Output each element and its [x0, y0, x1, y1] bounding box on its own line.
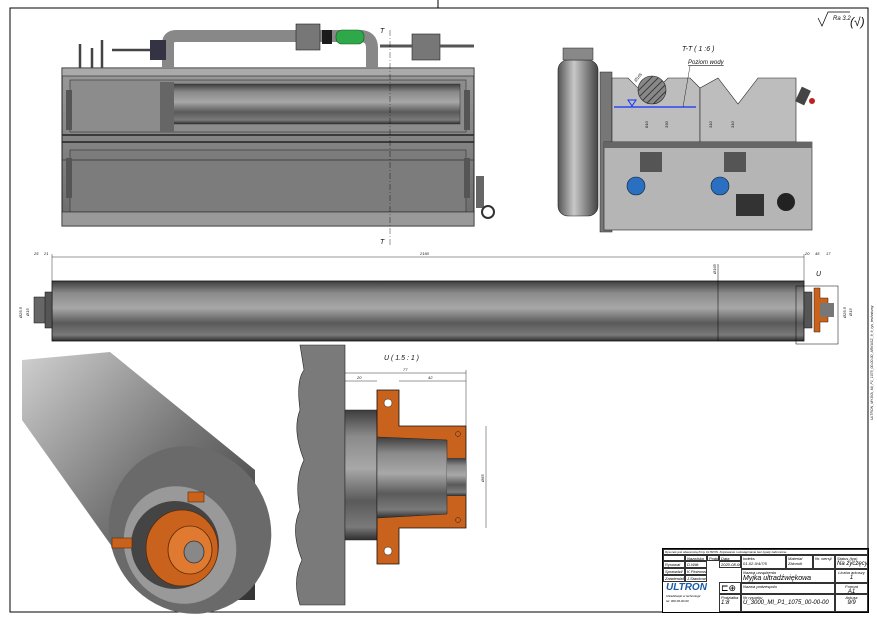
section-mark-top: T: [380, 28, 385, 35]
svg-text:Ø65: Ø65: [480, 474, 485, 483]
projection-symbol-icon: ⊏⊕: [719, 582, 741, 594]
water-level-label: Poziom wody: [688, 60, 725, 66]
svg-text:20: 20: [804, 251, 810, 256]
svg-text:17: 17: [826, 251, 831, 256]
svg-text:Ø25.5: Ø25.5: [18, 306, 23, 319]
svg-text:20: 20: [356, 375, 362, 380]
svg-text:42: 42: [428, 375, 433, 380]
svg-text:21: 21: [43, 251, 48, 256]
detail-title: U ( 1.5 : 1 ): [384, 355, 419, 362]
svg-text:310: 310: [730, 121, 735, 128]
roller-body: [51, 280, 805, 342]
svg-text:45: 45: [815, 251, 820, 256]
sheet-border: [9, 7, 869, 613]
svg-text:Ø15: Ø15: [848, 308, 853, 317]
svg-text:(√): (√): [850, 15, 865, 29]
dim-length: 2160: [419, 251, 430, 256]
section-view: T-T ( 1 :6 ) Poziom wody Ø165 810 330 31…: [557, 46, 815, 233]
svg-text:25: 25: [33, 251, 39, 256]
roller-view: 2160 25 21 20 45 17 Ø165 Ø25.5 Ø15 Ø25.5…: [18, 251, 853, 345]
section-mark-bottom: T: [380, 239, 385, 246]
drawing-number: U_3000_MI_P1_1075_00-00-00: [743, 600, 829, 606]
roughness-label: Ra 3.2: [833, 16, 851, 22]
detail-view: U ( 1.5 : 1 ) 77 20 42 Ø65: [295, 344, 487, 606]
front-view: T T: [61, 23, 495, 246]
svg-text:330: 330: [664, 121, 669, 128]
svg-text:810: 810: [644, 121, 649, 128]
section-title: T-T ( 1 :6 ): [682, 46, 714, 53]
svg-text:Ø25.5: Ø25.5: [842, 306, 847, 319]
title-block: Rysunek jest własnością firmy ULTRON. Ko…: [662, 548, 869, 613]
svg-text:Ø165: Ø165: [712, 263, 717, 275]
svg-text:310: 310: [708, 121, 713, 128]
svg-text:Ø15: Ø15: [25, 308, 30, 317]
isometric-view: [22, 352, 272, 614]
svg-text:Ø165: Ø165: [632, 71, 643, 83]
device-name: Myjka ultradźwiękowa: [743, 575, 812, 582]
roughness-symbol: Ra 3.2 (√): [817, 11, 865, 29]
company-logo: ULTRON: [666, 582, 707, 593]
svg-text:77: 77: [403, 367, 408, 372]
side-margin-text: ULTRON_MYJKA_MI_P1_1075_00-00-00_ARKUSZ_…: [870, 305, 874, 420]
detail-mark: U: [816, 271, 822, 278]
